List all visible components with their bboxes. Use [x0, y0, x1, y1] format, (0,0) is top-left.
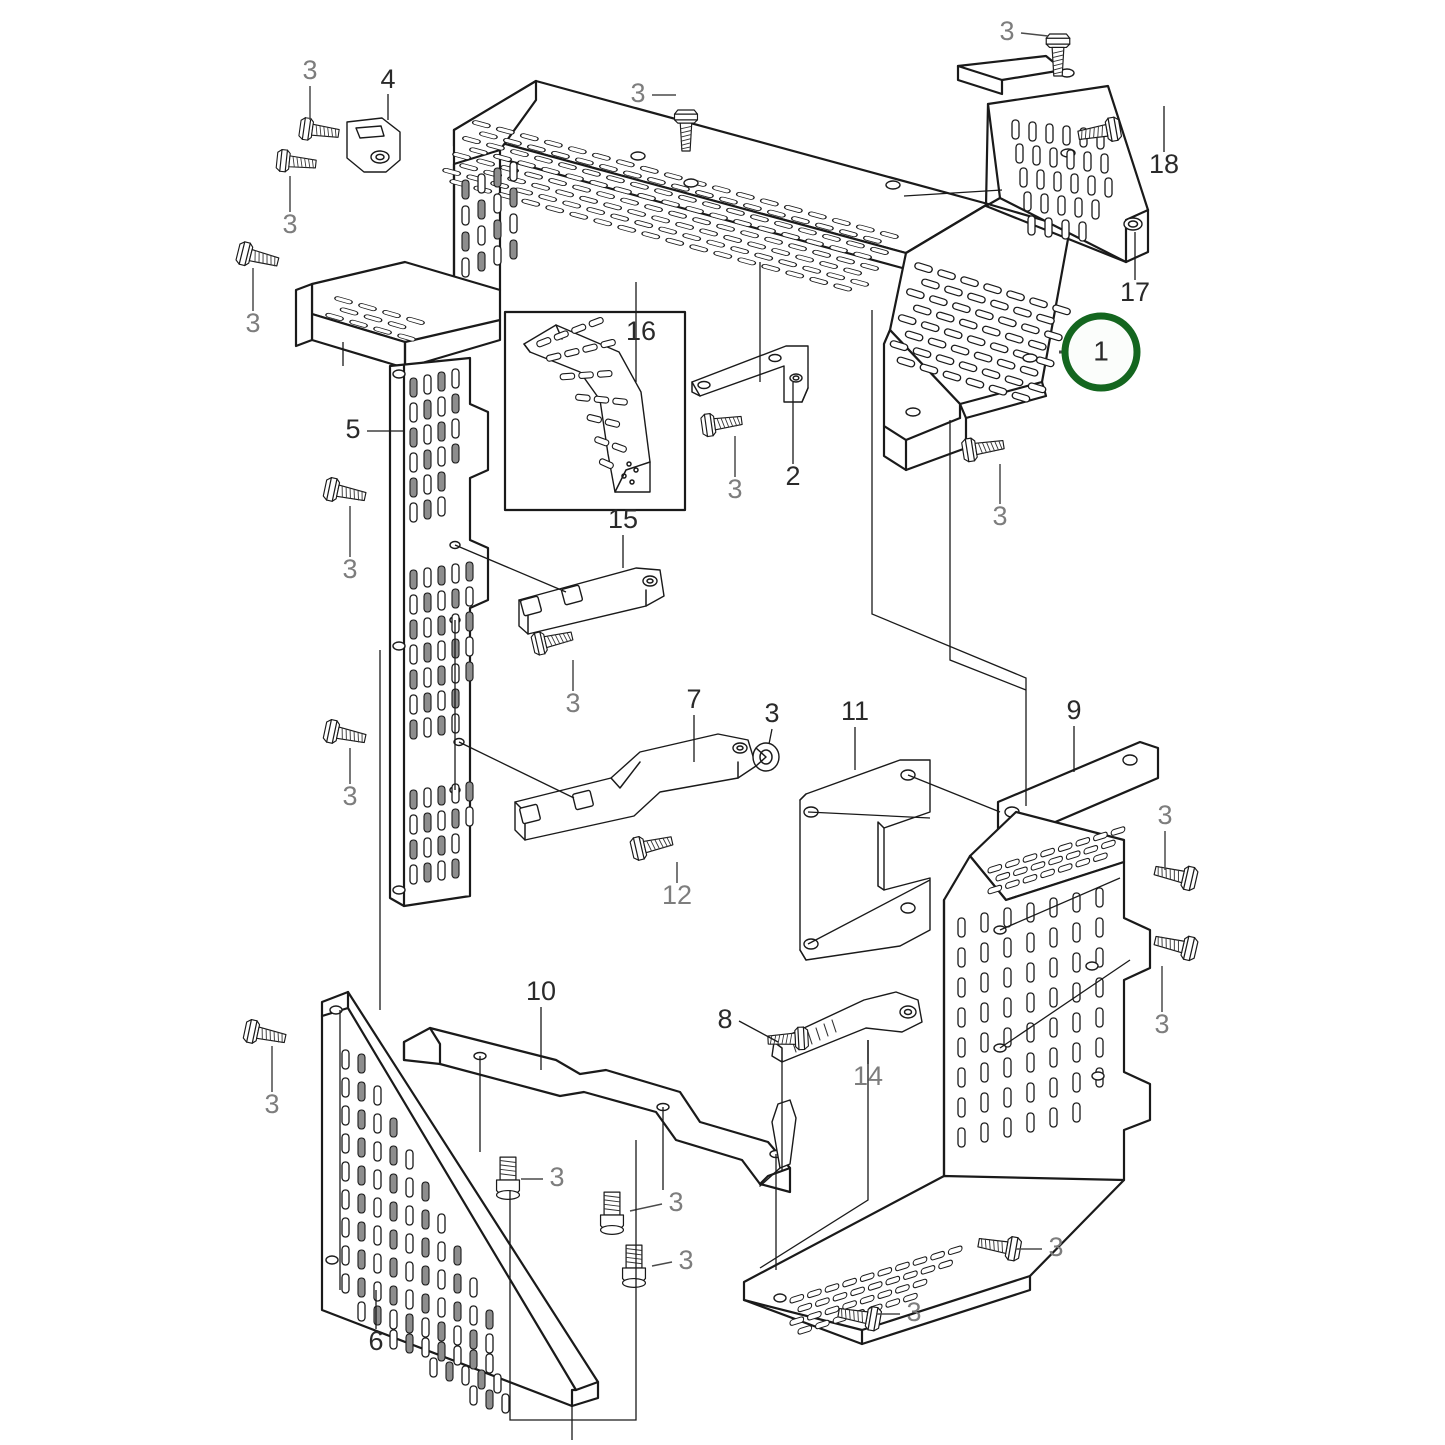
callout-text: 1: [1093, 335, 1109, 366]
callout-label-c14[interactable]: 14: [853, 1061, 883, 1091]
callout-label-c5[interactable]: 5: [345, 414, 360, 444]
callout-label-c2[interactable]: 2: [785, 461, 800, 491]
part-1-main-step-assembly: [294, 79, 1072, 472]
inset-box-16: [503, 310, 687, 512]
callout-label-c3q[interactable]: 3: [678, 1245, 693, 1275]
part-4-mounting-tab: [346, 117, 401, 173]
callout-label-c18[interactable]: 18: [1149, 149, 1179, 179]
callout-label-c8[interactable]: 8: [717, 1004, 732, 1034]
callout-label-c10[interactable]: 10: [526, 976, 556, 1006]
bolt-3-item1-lower: [960, 432, 1006, 463]
callout-label-c7[interactable]: 7: [686, 684, 701, 714]
part-6-triangular-panel: [320, 990, 600, 1414]
callout-label-c3l[interactable]: 3: [1157, 800, 1172, 830]
screw-3-rail-a: [495, 1156, 521, 1200]
callout-label-c3d[interactable]: 3: [630, 78, 645, 108]
callout-label-c17[interactable]: 17: [1120, 277, 1150, 307]
callout-ring: [1061, 312, 1141, 392]
part-5-tall-panel: [388, 356, 490, 908]
screw-3-rail-c: [621, 1244, 647, 1288]
callout-label-c3b[interactable]: 3: [282, 209, 297, 239]
part-7-offset-bracket: [514, 733, 757, 841]
callout-label-c3c[interactable]: 3: [245, 308, 260, 338]
callout-label-c3e[interactable]: 3: [999, 16, 1014, 46]
callout-label-c3p[interactable]: 3: [668, 1187, 683, 1217]
callout-label-c3s[interactable]: 3: [906, 1297, 921, 1327]
bolt-3-panel5-b: [321, 718, 369, 751]
callout-label-c3f[interactable]: 3: [727, 474, 742, 504]
bolt-3-panel9-b: [1151, 928, 1200, 963]
bolt-3-panel6: [241, 1018, 289, 1051]
bolt-3-bracket2: [699, 408, 744, 438]
leader-lines: [252, 32, 1166, 1329]
part-10-post: [759, 1099, 797, 1187]
callout-label-c3k[interactable]: 3: [764, 698, 779, 728]
callout-label-c3n[interactable]: 3: [264, 1089, 279, 1119]
part-9-right-panel: [742, 740, 1160, 1346]
assembly-reference-lines: [339, 189, 1131, 1440]
part-15-strip-bracket: [518, 567, 665, 635]
callout-label-c3o[interactable]: 3: [549, 1162, 564, 1192]
callout-label-c6[interactable]: 6: [368, 1326, 383, 1356]
callout-label-c3m[interactable]: 3: [1154, 1009, 1169, 1039]
part-8-link-bracket: [771, 991, 923, 1063]
callout-label-c3i[interactable]: 3: [342, 781, 357, 811]
bolt-3-top-left-b: [275, 148, 318, 176]
callout-label-c3r[interactable]: 3: [1048, 1232, 1063, 1262]
screw-3-rail-b: [599, 1191, 625, 1235]
callout-label-c3g[interactable]: 3: [992, 501, 1007, 531]
callout-label-c4[interactable]: 4: [380, 64, 395, 94]
bolt-3-panel9-a: [1151, 858, 1200, 893]
part-2-angle-bracket: [691, 345, 809, 403]
callout-highlight-1[interactable]: 1: [1061, 312, 1141, 392]
bolt-3-panel5-a: [321, 476, 369, 509]
callout-label-c3j[interactable]: 3: [565, 688, 580, 718]
callout-label-c12[interactable]: 12: [662, 880, 692, 910]
callout-label-c15[interactable]: 15: [608, 504, 638, 534]
callout-label-c3h[interactable]: 3: [342, 554, 357, 584]
callout-label-c16[interactable]: 16: [626, 316, 656, 346]
callout-label-c3a[interactable]: 3: [302, 55, 317, 85]
callout-label-c9[interactable]: 9: [1066, 695, 1081, 725]
part-10-support-rail: [402, 1026, 792, 1194]
bolt-12: [628, 828, 676, 862]
part-11-u-bracket: [799, 759, 931, 961]
callout-label-c11[interactable]: 11: [841, 696, 869, 726]
bolt-3-top-left-a: [297, 116, 341, 145]
bolt-3-top-left-c: [234, 240, 282, 274]
nut-3-item7: [752, 742, 780, 772]
